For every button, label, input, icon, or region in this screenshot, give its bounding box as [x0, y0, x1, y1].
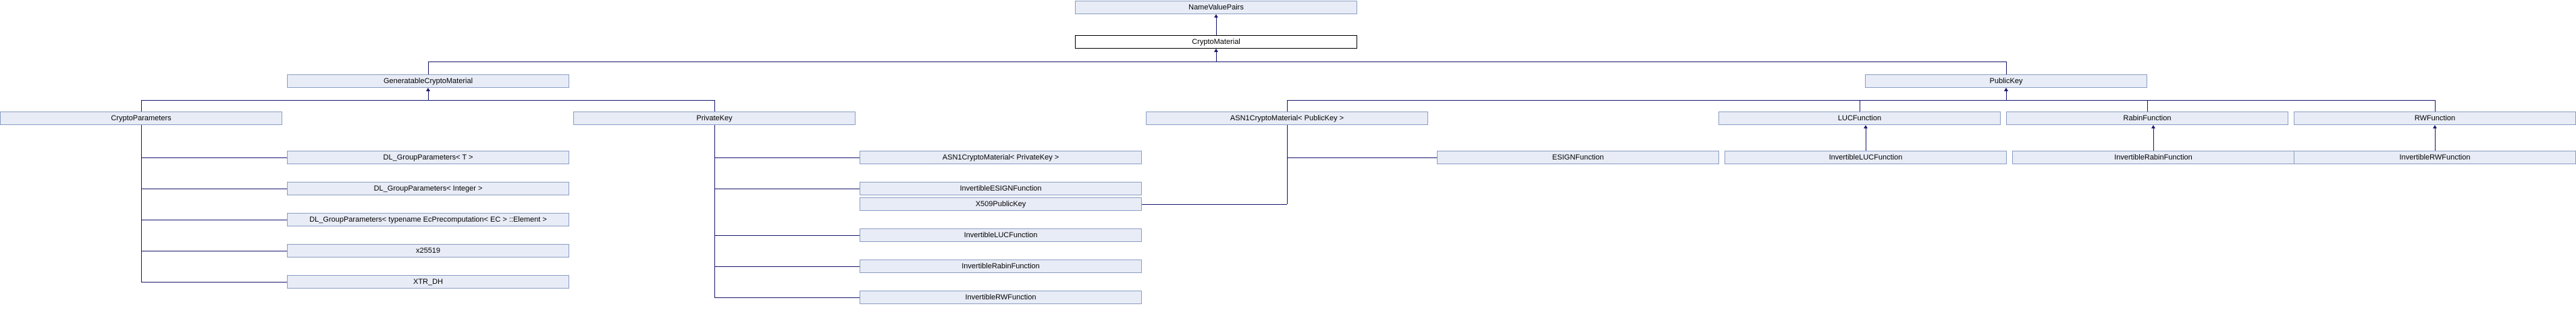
class-node-label: PrivateKey: [696, 114, 733, 122]
class-node-xtr_dh[interactable]: XTR_DH: [287, 275, 569, 289]
edge-segment-vertical: [714, 125, 715, 297]
inheritance-arrowhead: [1214, 14, 1218, 18]
edge-segment-horizontal: [1287, 99, 2006, 101]
class-node-label: DL_GroupParameters< typename EcPrecomput…: [309, 215, 547, 224]
inheritance-arrowhead: [2433, 125, 2437, 128]
edge-segment-vertical: [1287, 99, 1288, 112]
class-node-label: x25519: [415, 246, 441, 255]
class-node-lucfunction[interactable]: LUCFunction: [1718, 112, 2001, 125]
edge-segment-vertical: [2006, 62, 2007, 74]
edge-segment-vertical: [141, 125, 142, 282]
class-node-x25519[interactable]: x25519: [287, 244, 569, 257]
class-node-asn1publickey[interactable]: ASN1CryptoMaterial< PublicKey >: [1146, 112, 1428, 125]
class-node-generatablecrypto[interactable]: GeneratableCryptoMaterial: [287, 74, 569, 88]
class-node-label: InvertibleLUCFunction: [964, 230, 1038, 239]
class-node-cryptomaterial[interactable]: CryptoMaterial: [1075, 35, 1357, 49]
edge-segment-horizontal: [1142, 204, 1287, 205]
class-node-x509publickey[interactable]: X509PublicKey: [860, 197, 1142, 211]
edge-segment-horizontal: [714, 157, 860, 158]
class-node-label: InvertibleRabinFunction: [2114, 153, 2192, 162]
edge-segment-horizontal: [1287, 157, 1437, 158]
class-node-invertibleesignfn[interactable]: InvertibleESIGNFunction: [860, 182, 1142, 195]
class-node-label: LUCFunction: [1837, 114, 1882, 122]
inheritance-arrowhead: [2151, 125, 2155, 128]
class-node-invertiblerwfunction[interactable]: InvertibleRWFunction: [2294, 151, 2576, 164]
edge-segment-horizontal: [428, 99, 714, 101]
inheritance-arrowhead: [426, 88, 430, 91]
class-node-esignfunction[interactable]: ESIGNFunction: [1437, 151, 1719, 164]
class-node-label: DL_GroupParameters< Integer >: [373, 184, 483, 193]
class-node-invertiblerabinfn[interactable]: InvertibleRabinFunction: [2012, 151, 2294, 164]
class-node-label: ASN1CryptoMaterial< PublicKey >: [1230, 114, 1344, 122]
class-node-invertiblelucfn2[interactable]: InvertibleLUCFunction: [860, 228, 1142, 242]
class-node-label: InvertibleRabinFunction: [962, 262, 1040, 270]
class-node-dlgroupparams_integer[interactable]: DL_GroupParameters< Integer >: [287, 182, 569, 195]
class-node-label: ESIGNFunction: [1552, 153, 1604, 162]
inheritance-arrowhead: [1864, 125, 1868, 128]
edge-segment-vertical: [428, 62, 429, 74]
edge-segment-vertical: [2006, 91, 2007, 100]
edge-segment-vertical: [1216, 24, 1217, 35]
class-node-label: GeneratableCryptoMaterial: [383, 76, 473, 85]
edge-segment-horizontal: [714, 235, 860, 236]
edge-segment-horizontal: [141, 282, 287, 283]
inheritance-arrowhead: [2004, 88, 2008, 91]
class-node-label: InvertibleRWFunction: [965, 293, 1036, 301]
class-node-dlgroupparams_ec[interactable]: DL_GroupParameters< typename EcPrecomput…: [287, 213, 569, 226]
edge-segment-horizontal: [2006, 99, 2435, 101]
class-node-label: NameValuePairs: [1188, 3, 1244, 11]
edge-segment-horizontal: [141, 157, 287, 158]
class-node-label: RWFunction: [2414, 114, 2456, 122]
edge-segment-vertical: [2435, 99, 2436, 112]
class-node-dlgroupparams_t[interactable]: DL_GroupParameters< T >: [287, 151, 569, 164]
class-node-label: InvertibleESIGNFunction: [960, 184, 1042, 193]
edge-segment-vertical: [428, 91, 429, 100]
edge-segment-vertical: [2153, 128, 2154, 151]
edge-segment-vertical: [714, 99, 715, 112]
edge-segment-horizontal: [141, 99, 428, 101]
class-node-invertiblerabinfn2[interactable]: InvertibleRabinFunction: [860, 260, 1142, 273]
class-node-label: CryptoMaterial: [1192, 37, 1240, 46]
edge-segment-vertical: [2435, 128, 2436, 151]
class-node-label: ASN1CryptoMaterial< PrivateKey >: [942, 153, 1059, 162]
class-node-asn1privatekey[interactable]: ASN1CryptoMaterial< PrivateKey >: [860, 151, 1142, 164]
class-node-label: RabinFunction: [2123, 114, 2172, 122]
class-node-publickey[interactable]: PublicKey: [1865, 74, 2147, 88]
edge-segment-vertical: [1287, 125, 1288, 204]
class-node-invertiblelucfunction[interactable]: InvertibleLUCFunction: [1725, 151, 2007, 164]
class-node-label: X509PublicKey: [975, 199, 1026, 208]
edge-segment-horizontal: [714, 297, 860, 298]
edge-segment-vertical: [1216, 52, 1217, 62]
class-node-cryptoparameters[interactable]: CryptoParameters: [0, 112, 282, 125]
edge-segment-vertical: [2147, 99, 2148, 112]
class-node-label: CryptoParameters: [111, 114, 172, 122]
inheritance-arrowhead: [1214, 49, 1218, 52]
edge-segment-horizontal: [714, 266, 860, 267]
edge-segment-vertical: [1216, 18, 1217, 25]
class-node-label: XTR_DH: [413, 277, 443, 286]
class-node-label: PublicKey: [1989, 76, 2023, 85]
class-node-label: InvertibleRWFunction: [2399, 153, 2471, 162]
class-node-label: DL_GroupParameters< T >: [383, 153, 473, 162]
class-node-invertiblerwfn2[interactable]: InvertibleRWFunction: [860, 291, 1142, 304]
class-node-label: InvertibleLUCFunction: [1829, 153, 1903, 162]
class-node-rabinfunction[interactable]: RabinFunction: [2006, 112, 2288, 125]
class-node-privatekey[interactable]: PrivateKey: [573, 112, 856, 125]
class-node-namevaluepairs[interactable]: NameValuePairs: [1075, 1, 1357, 14]
edge-segment-vertical: [141, 99, 142, 112]
class-node-rwfunction[interactable]: RWFunction: [2294, 112, 2576, 125]
edge-segment-horizontal: [1860, 99, 2006, 101]
